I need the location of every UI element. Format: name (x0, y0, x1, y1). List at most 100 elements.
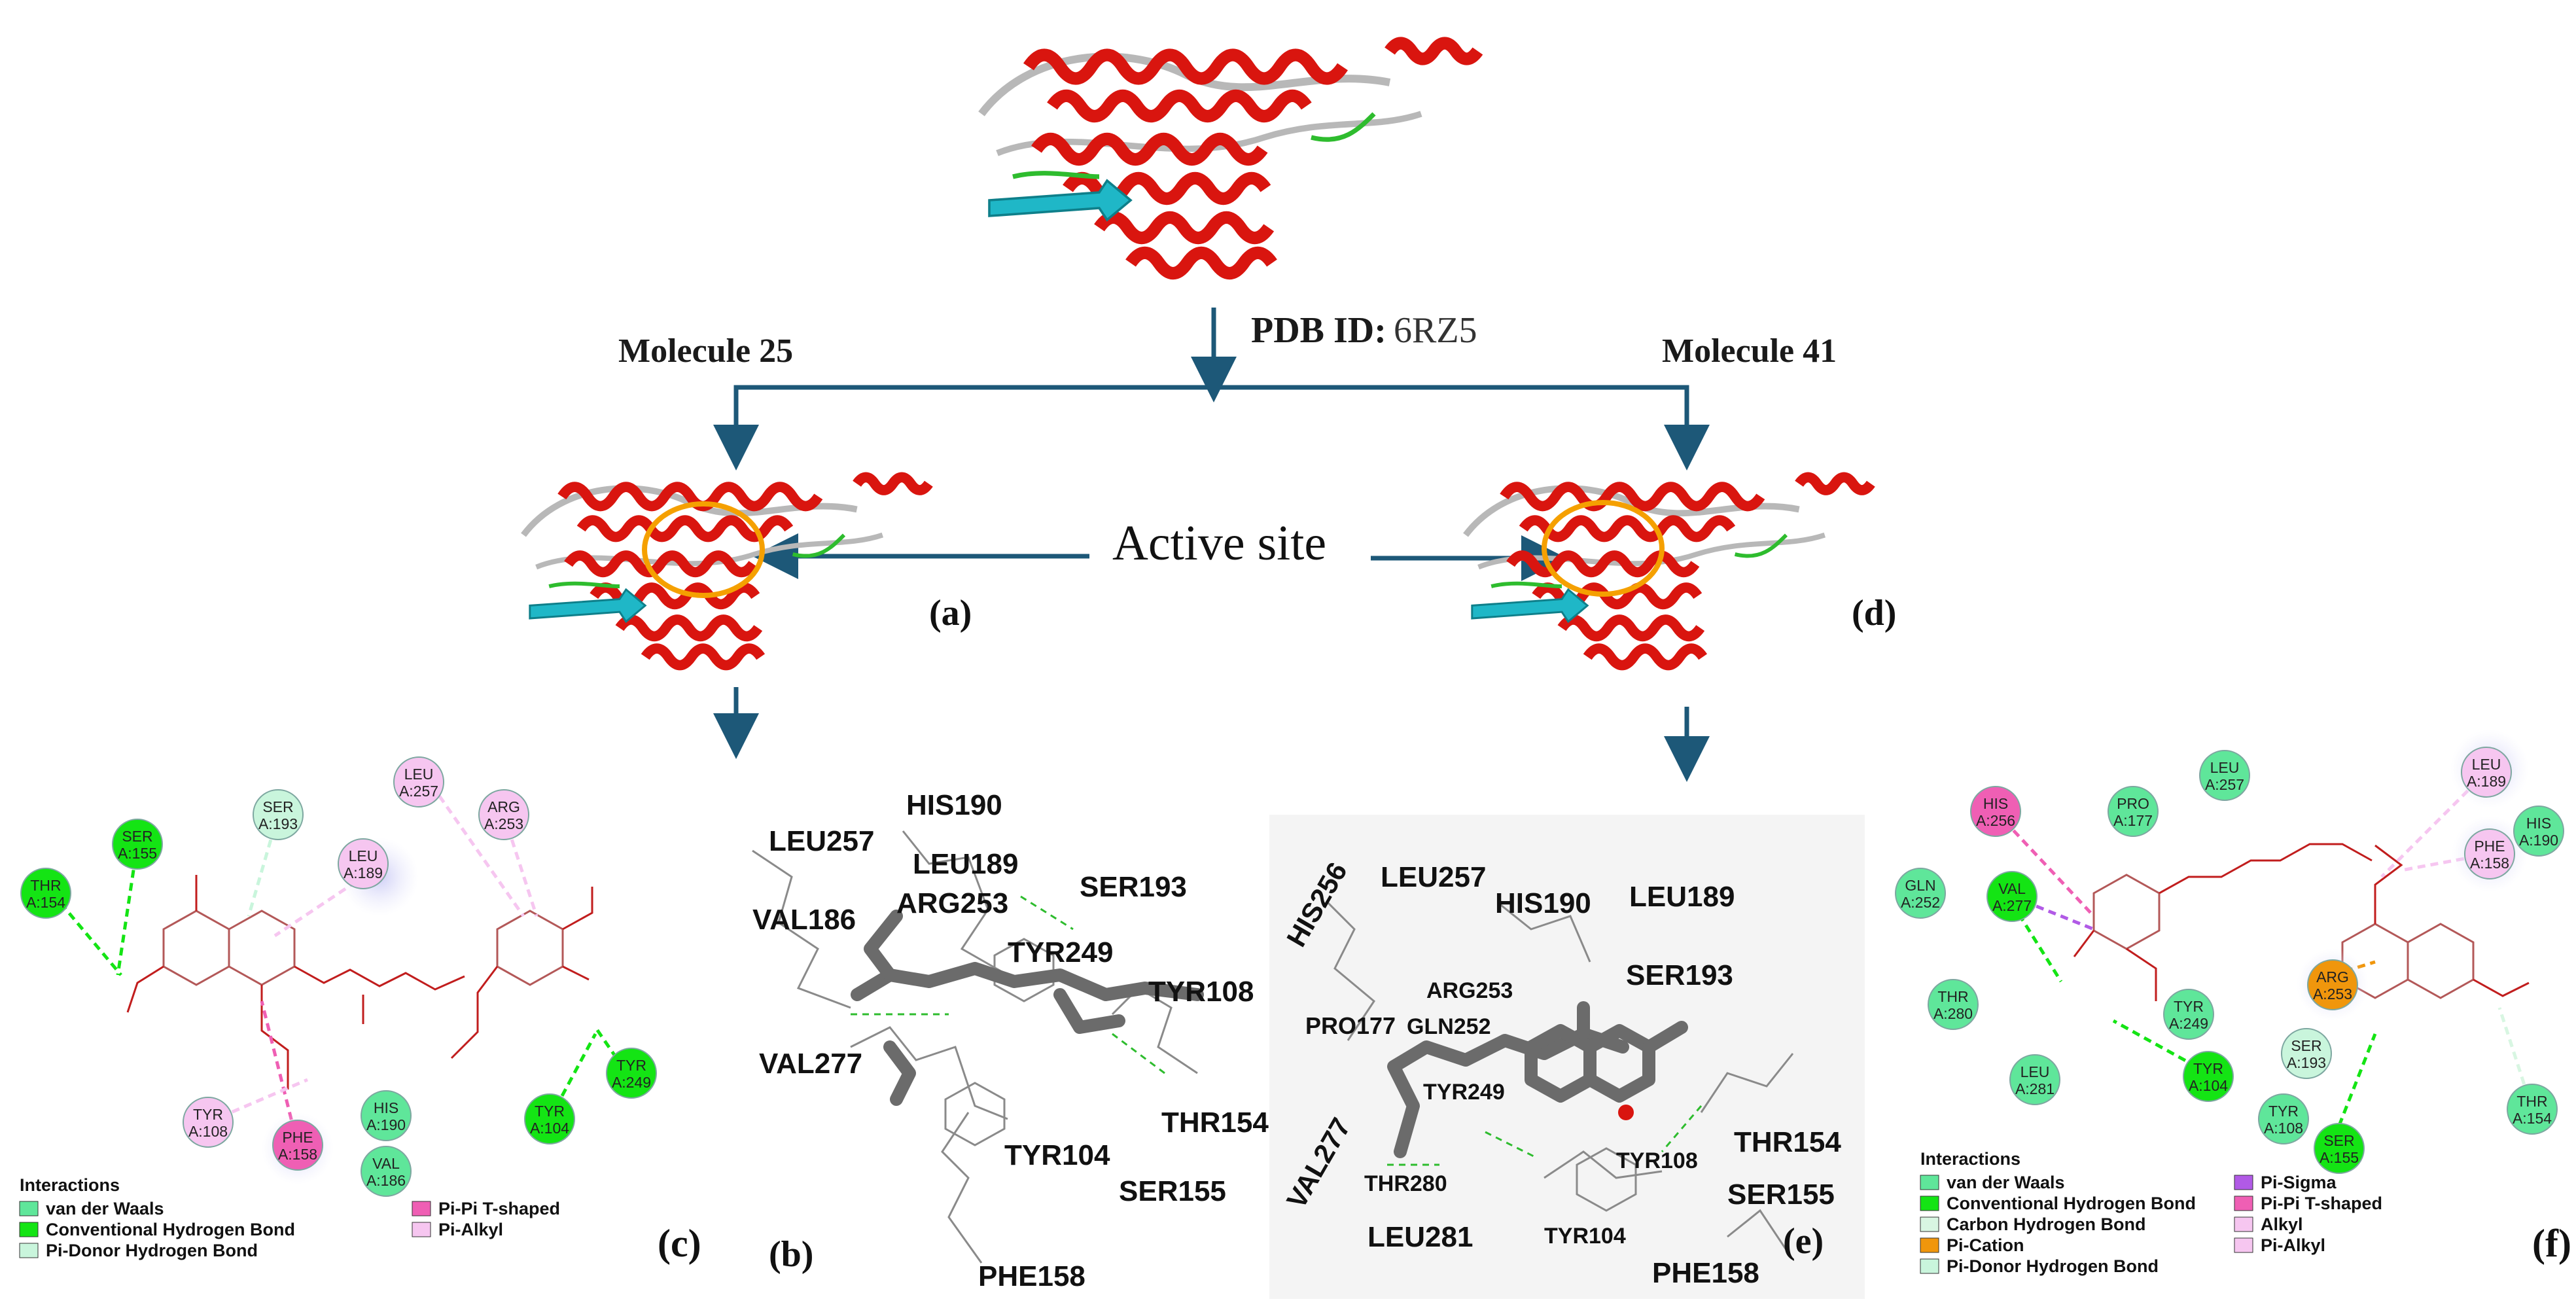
svg-text:LEU: LEU (349, 847, 378, 864)
svg-text:SER193: SER193 (1080, 871, 1187, 903)
svg-text:SER193: SER193 (1626, 959, 1733, 991)
protein-structure-d (1466, 477, 1871, 665)
molecule-41-label: Molecule 41 (1662, 332, 1837, 370)
legend-item: Pi-Cation (1920, 1235, 2024, 1255)
svg-text:A:104: A:104 (530, 1120, 569, 1137)
svg-text:A:108: A:108 (2264, 1120, 2303, 1137)
svg-text:TYR104: TYR104 (1004, 1139, 1110, 1171)
ligand-2d-c (126, 875, 593, 1090)
svg-text:LEU189: LEU189 (913, 848, 1018, 880)
svg-text:A:253: A:253 (484, 815, 523, 832)
svg-text:A:281: A:281 (2015, 1080, 2055, 1097)
svg-text:A:154: A:154 (26, 894, 65, 911)
svg-text:A:252: A:252 (1901, 894, 1940, 911)
svg-text:VAL186: VAL186 (752, 904, 856, 936)
svg-text:van der Waals: van der Waals (1947, 1173, 2065, 1192)
svg-text:TYR249: TYR249 (1423, 1080, 1505, 1105)
svg-text:GLN: GLN (1905, 877, 1935, 894)
svg-text:A:256: A:256 (1976, 812, 2015, 829)
svg-text:A:190: A:190 (2519, 832, 2558, 849)
svg-text:TYR: TYR (2174, 998, 2204, 1015)
panel-label-c: (c) (658, 1222, 701, 1265)
svg-text:Alkyl: Alkyl (2261, 1214, 2303, 1234)
legend-title: Interactions (20, 1175, 120, 1195)
svg-text:Pi-Sigma: Pi-Sigma (2261, 1173, 2337, 1192)
svg-text:TYR: TYR (616, 1057, 646, 1074)
panel-label-e: (e) (1783, 1221, 1824, 1262)
svg-text:A:257: A:257 (2205, 776, 2244, 793)
svg-text:Pi-Pi T-shaped: Pi-Pi T-shaped (2261, 1194, 2382, 1213)
legend-item: Pi-Pi T-shaped (2234, 1194, 2382, 1213)
svg-text:A:193: A:193 (258, 815, 298, 832)
svg-text:A:193: A:193 (2287, 1054, 2326, 1071)
svg-text:A:249: A:249 (2169, 1015, 2208, 1032)
flow-connectors (713, 308, 1710, 782)
svg-text:Pi-Cation: Pi-Cation (1947, 1235, 2024, 1255)
legend-item: Pi-Alkyl (2234, 1235, 2325, 1255)
svg-text:PRO: PRO (2117, 795, 2149, 812)
legend-item: van der Waals (1920, 1173, 2065, 1192)
molecule-25-label: Molecule 25 (618, 332, 793, 370)
svg-text:TYR104: TYR104 (1544, 1224, 1626, 1249)
pdb-code: 6RZ5 (1394, 310, 1477, 351)
legend-item: Alkyl (2234, 1214, 2303, 1234)
svg-text:van der Waals: van der Waals (46, 1199, 164, 1218)
svg-text:THR154: THR154 (1734, 1126, 1841, 1158)
svg-text:TYR249: TYR249 (1008, 936, 1113, 968)
svg-text:TYR: TYR (2268, 1103, 2299, 1120)
ligand-2d-f (2073, 843, 2530, 1001)
legend-item: Conventional Hydrogen Bond (19, 1220, 295, 1239)
svg-text:SER: SER (2323, 1132, 2354, 1149)
svg-text:PHE158: PHE158 (1652, 1257, 1759, 1289)
svg-text:LEU: LEU (2472, 756, 2501, 773)
svg-text:TYR108: TYR108 (1616, 1148, 1698, 1173)
panel-label-f: (f) (2532, 1222, 2571, 1265)
panel-label-d: (d) (1852, 593, 1896, 633)
legend-item: Pi-Sigma (2234, 1173, 2337, 1192)
svg-text:Conventional Hydrogen Bond: Conventional Hydrogen Bond (1947, 1194, 2196, 1213)
svg-text:PHE: PHE (2474, 838, 2505, 855)
svg-text:LEU: LEU (2210, 759, 2240, 776)
svg-text:A:189: A:189 (344, 864, 383, 881)
legend-item: Pi-Pi T-shaped (412, 1199, 560, 1218)
active-site-ring-d (1542, 500, 1665, 597)
svg-text:LEU: LEU (404, 766, 434, 783)
svg-text:ARG253: ARG253 (1426, 978, 1513, 1003)
legend-item: Carbon Hydrogen Bond (1920, 1214, 2146, 1234)
svg-text:TYR108: TYR108 (1148, 976, 1254, 1008)
svg-text:A:257: A:257 (399, 783, 438, 800)
svg-text:TYR: TYR (2193, 1060, 2223, 1077)
svg-text:SER: SER (122, 828, 152, 845)
svg-text:THR280: THR280 (1364, 1171, 1447, 1196)
pose-b-residue-labels: LEU257 HIS190 LEU189 ARG253 SER193 VAL18… (752, 789, 1269, 1292)
svg-text:THR: THR (30, 877, 61, 894)
legend-item: Pi-Alkyl (412, 1220, 503, 1239)
svg-text:A:280: A:280 (1933, 1005, 1973, 1022)
svg-text:LEU257: LEU257 (1381, 861, 1486, 893)
svg-text:GLN252: GLN252 (1407, 1014, 1491, 1039)
pdb-label: PDB ID: (1251, 310, 1386, 351)
interaction-lines-f (1994, 771, 2534, 1126)
svg-text:HIS: HIS (2526, 815, 2551, 832)
legend-item: van der Waals (19, 1199, 164, 1218)
svg-text:ARG253: ARG253 (896, 887, 1008, 919)
